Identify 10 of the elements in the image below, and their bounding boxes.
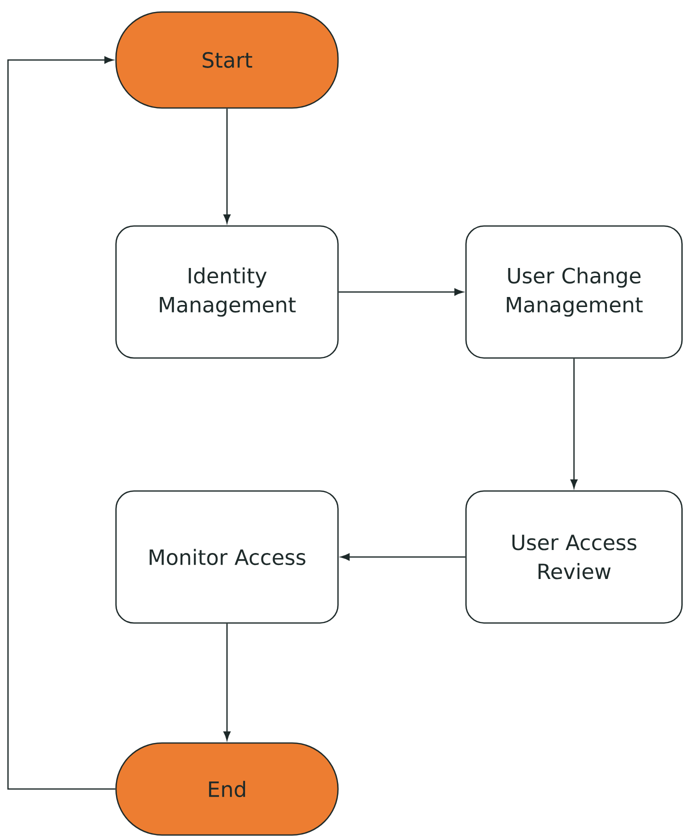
arrow	[223, 624, 231, 740]
arrow	[340, 553, 466, 561]
process-box: User Access Review	[465, 490, 683, 624]
arrow	[7, 56, 116, 790]
arrow	[338, 288, 464, 296]
process-box: Identity Management	[115, 225, 339, 359]
arrow	[570, 358, 578, 488]
process-box: Monitor Access	[115, 490, 339, 624]
process-box: User Change Management	[465, 225, 683, 359]
arrow	[223, 108, 231, 224]
